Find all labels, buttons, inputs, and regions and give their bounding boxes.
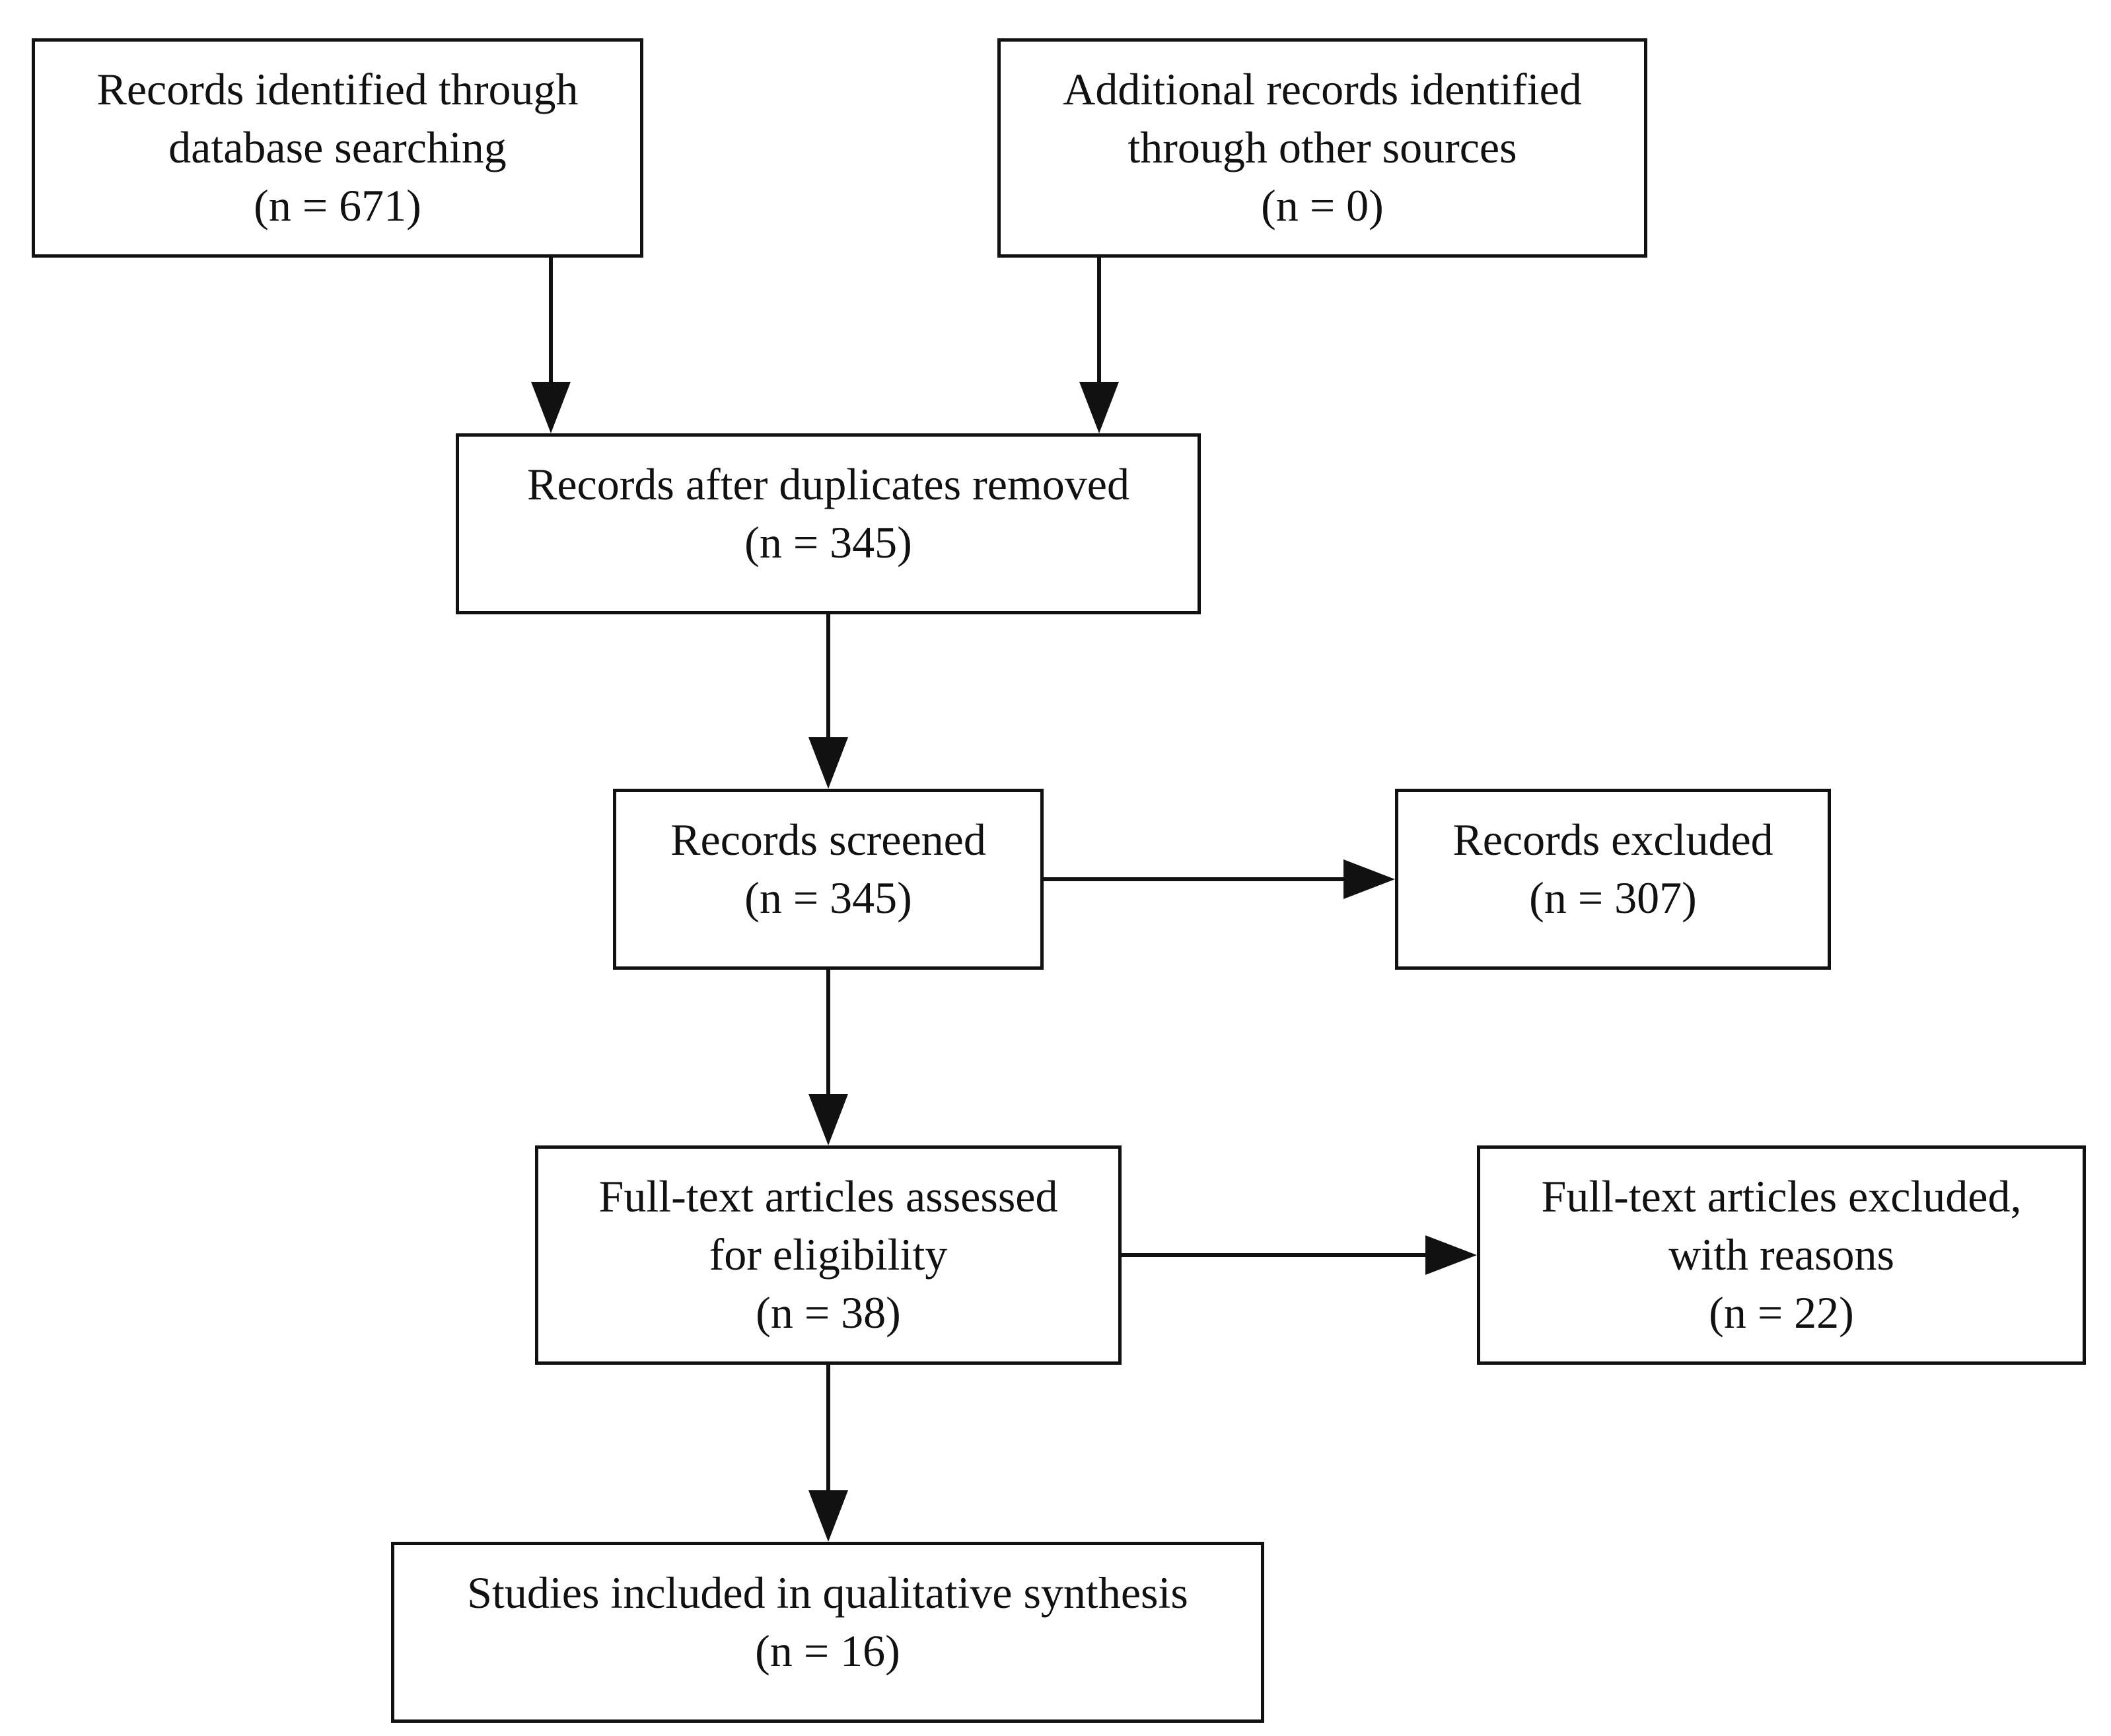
full-text-assessed-line2: for eligibility bbox=[709, 1229, 948, 1280]
arrowhead-screened-to-excluded bbox=[1343, 859, 1395, 899]
additional-records-line1: Additional records identified bbox=[1063, 64, 1582, 114]
arrowhead-db-to-duplicates bbox=[531, 382, 571, 433]
additional-records-box: Additional records identified through ot… bbox=[997, 38, 1647, 258]
arrowhead-other-to-duplicates bbox=[1079, 382, 1119, 433]
records-identified-box: Records identified through database sear… bbox=[32, 38, 643, 258]
studies-included-line1: Studies included in qualitative synthesi… bbox=[467, 1568, 1188, 1618]
full-text-assessed-line1: Full-text articles assessed bbox=[598, 1171, 1058, 1221]
arrowhead-duplicates-to-screened bbox=[808, 737, 848, 789]
additional-records-count: (n = 0) bbox=[1261, 180, 1384, 231]
records-excluded-count: (n = 307) bbox=[1529, 873, 1697, 923]
full-text-excluded-box: Full-text articles excluded, with reason… bbox=[1477, 1145, 2086, 1365]
records-identified-line1: Records identified through bbox=[96, 64, 579, 114]
records-excluded-line1: Records excluded bbox=[1452, 814, 1773, 865]
records-screened-line1: Records screened bbox=[670, 814, 986, 865]
records-identified-line2: database searching bbox=[168, 122, 507, 172]
studies-included-count: (n = 16) bbox=[755, 1626, 900, 1676]
after-duplicates-box: Records after duplicates removed (n = 34… bbox=[456, 433, 1201, 614]
records-excluded-box: Records excluded (n = 307) bbox=[1395, 789, 1831, 970]
records-screened-box: Records screened (n = 345) bbox=[613, 789, 1044, 970]
after-duplicates-line1: Records after duplicates removed bbox=[527, 459, 1129, 509]
full-text-excluded-count: (n = 22) bbox=[1709, 1287, 1854, 1338]
arrowhead-fulltext-to-included bbox=[808, 1490, 848, 1542]
studies-included-box: Studies included in qualitative synthesi… bbox=[391, 1542, 1264, 1723]
full-text-assessed-count: (n = 38) bbox=[756, 1287, 901, 1338]
arrowhead-fulltext-to-excluded bbox=[1425, 1235, 1477, 1275]
arrowhead-screened-to-fulltext bbox=[808, 1094, 848, 1145]
full-text-assessed-box: Full-text articles assessed for eligibil… bbox=[535, 1145, 1122, 1365]
full-text-excluded-line1: Full-text articles excluded, bbox=[1541, 1171, 2022, 1221]
records-screened-count: (n = 345) bbox=[744, 873, 912, 923]
after-duplicates-count: (n = 345) bbox=[744, 517, 912, 567]
full-text-excluded-line2: with reasons bbox=[1668, 1229, 1894, 1280]
records-identified-count: (n = 671) bbox=[254, 180, 421, 231]
additional-records-line2: through other sources bbox=[1127, 122, 1517, 172]
